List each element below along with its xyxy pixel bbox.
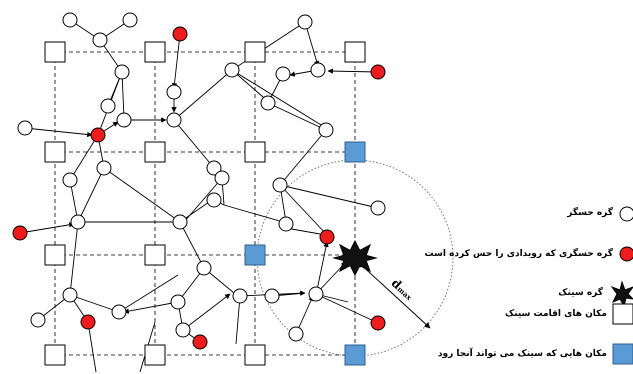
sensor-nodes: [17, 12, 386, 342]
grid-lines: [54, 51, 356, 356]
sink-reachable-squares: [244, 141, 366, 366]
legend-label-sensor: گره حسگر: [567, 208, 613, 218]
legend-label-reachable: مکان هایی که سینک می تواند آنجا رود: [437, 349, 607, 359]
legend-label-event: گره حسگری که رویدادی را حس کرده است: [424, 249, 613, 259]
legend-sink-icon: [610, 280, 633, 308]
legend-label-residence: مکان های اقامت سینک: [504, 309, 607, 319]
legend-residence-icon: [612, 303, 633, 325]
legend-event-icon: [619, 246, 633, 262]
event-sensor-nodes: [12, 26, 386, 350]
sink-range-circle: [256, 159, 454, 357]
legend-icons: [610, 206, 633, 365]
sink-residence-squares: [44, 41, 366, 366]
legend-label-sink: گره سینک: [558, 288, 603, 298]
legend-sensor-icon: [619, 206, 633, 222]
dmax-arrow: [357, 261, 431, 329]
sink-star-icon: [332, 239, 378, 277]
legend-reachable-icon: [612, 343, 633, 365]
